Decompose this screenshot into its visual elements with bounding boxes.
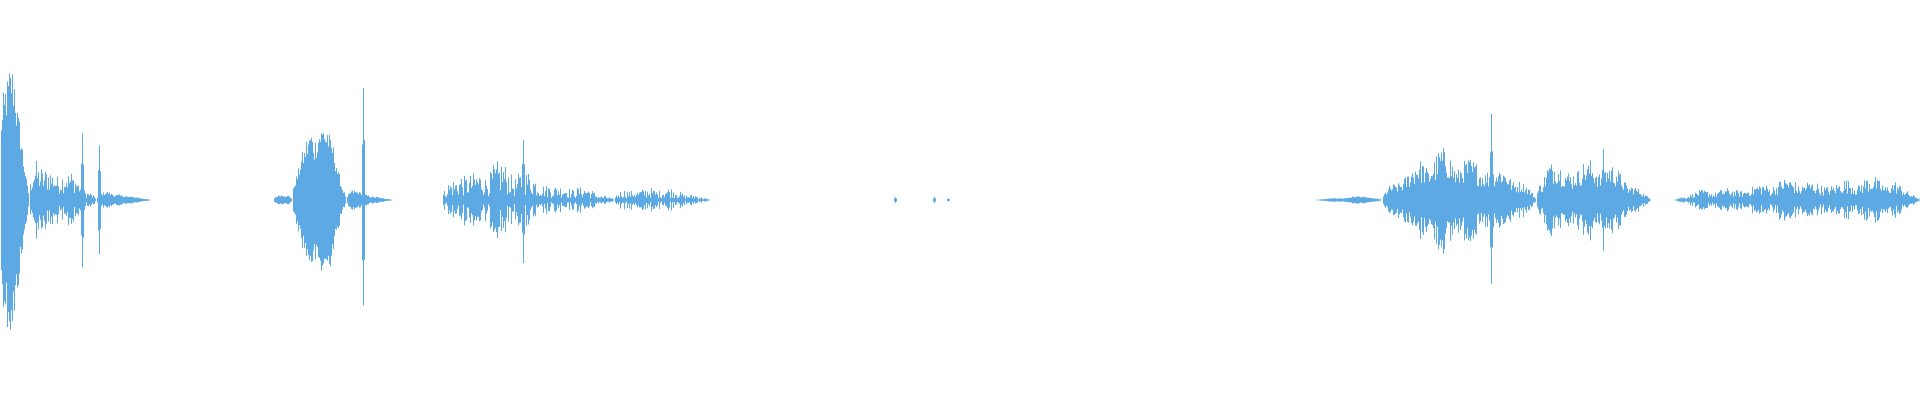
waveform-trace bbox=[1, 73, 1920, 330]
